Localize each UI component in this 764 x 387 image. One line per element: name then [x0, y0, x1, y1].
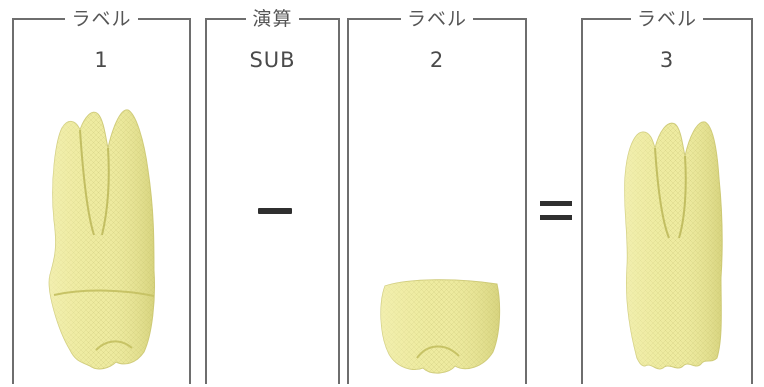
tooth-crown-icon: [380, 279, 501, 374]
panel-legend: ラベル: [349, 7, 525, 31]
panel-label-1: ラベル 1: [12, 8, 191, 384]
panel-legend: ラベル: [14, 7, 189, 31]
tooth-full-icon: [48, 109, 155, 370]
label-number: 1: [94, 48, 109, 72]
panel-label-2: ラベル 2: [347, 8, 527, 384]
tooth-result-icon: [624, 121, 723, 370]
label-number: 3: [659, 48, 675, 72]
panel-legend: ラベル: [583, 7, 751, 31]
panel-label-3: ラベル 3: [581, 8, 753, 384]
panel-legend: 演算: [207, 7, 338, 31]
minus-sign: [258, 208, 292, 214]
operation-value: SUB: [249, 48, 296, 72]
panel-operation: 演算 SUB: [205, 8, 340, 384]
label-number: 2: [429, 48, 445, 72]
equals-sign: [540, 201, 572, 225]
